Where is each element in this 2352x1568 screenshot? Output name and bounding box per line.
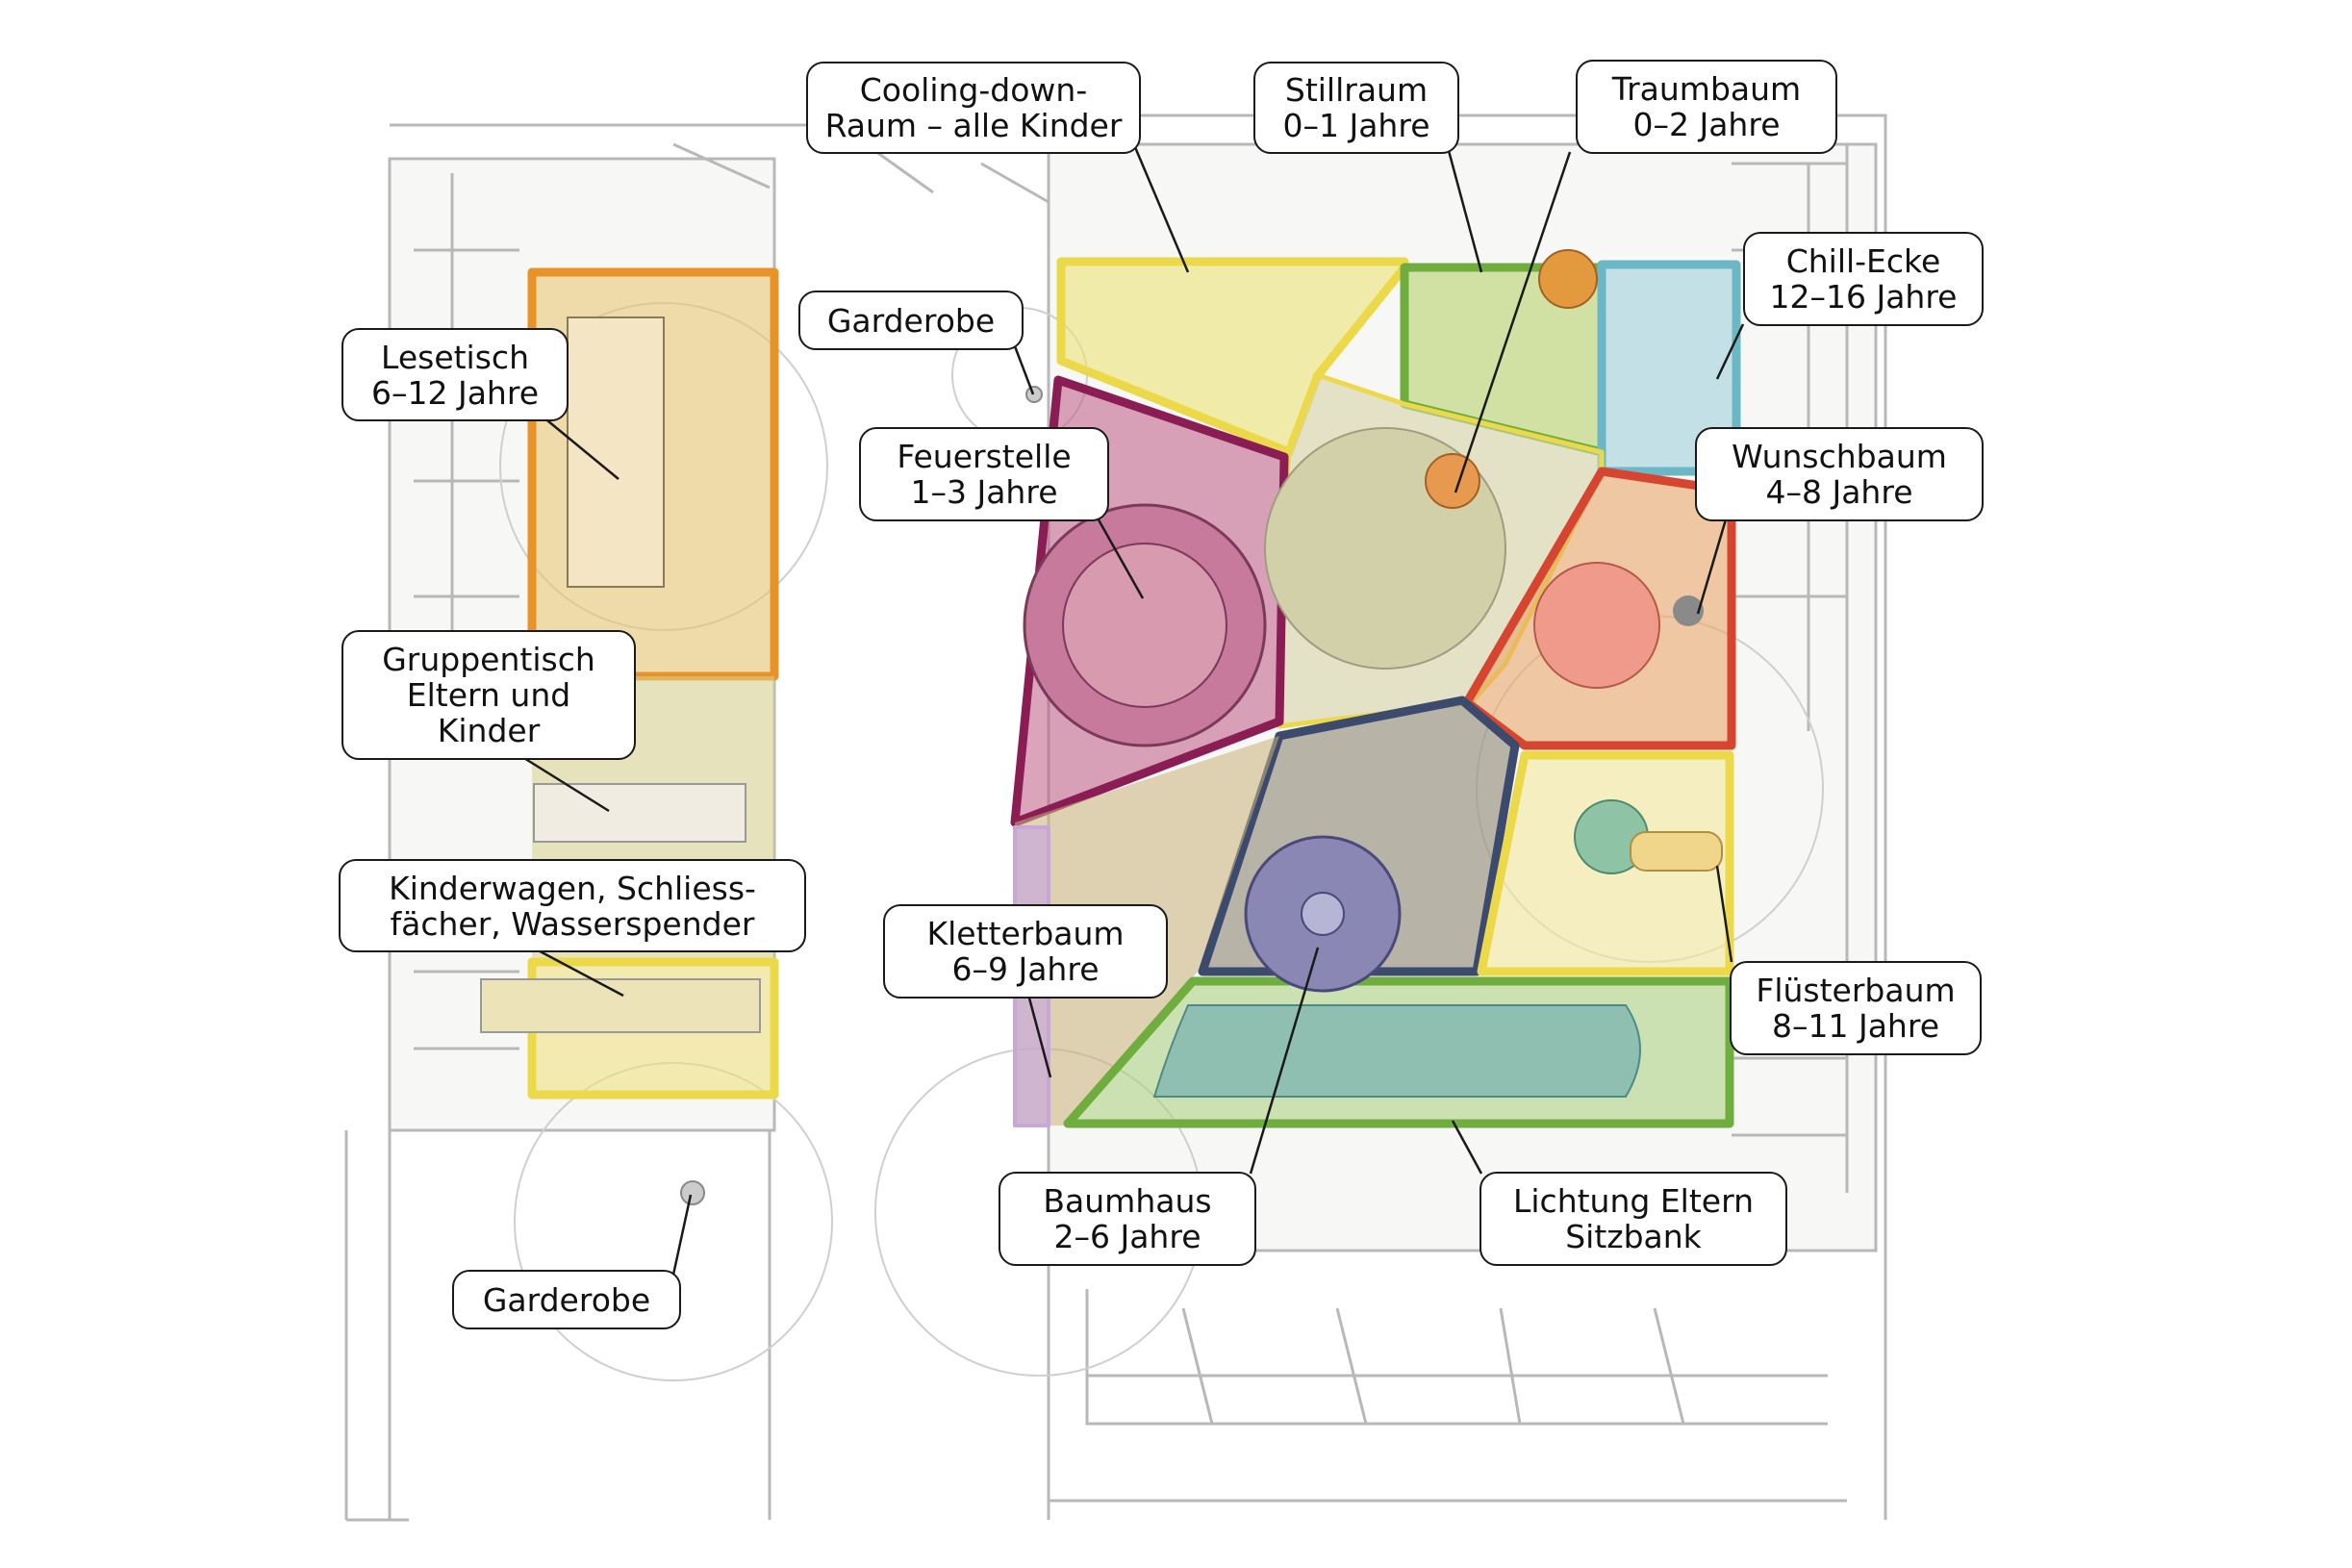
fluesterbaum-log — [1630, 831, 1723, 872]
floor-beams-bottom — [1085, 1289, 1828, 1426]
garderobe-hook — [680, 1180, 705, 1205]
label-kinderwagen: Kinderwagen, Schliess-fächer, Wasserspen… — [339, 859, 806, 952]
leader-lines — [518, 146, 1745, 1276]
leader-baumhaus — [1249, 947, 1320, 1175]
furniture — [480, 249, 1723, 1205]
traumbaum-trunk — [1425, 453, 1480, 509]
leader-stillraum — [1446, 146, 1483, 273]
feuerstelle-inner — [1062, 543, 1227, 708]
leader-kletterbaum — [1025, 990, 1052, 1078]
leader-traumbaum — [1454, 151, 1572, 493]
lesetisch-table — [567, 316, 665, 588]
leader-gruppentisch — [518, 753, 610, 813]
leader-wunschbaum — [1696, 518, 1728, 615]
lichtung-bench — [1152, 1004, 1641, 1098]
leader-garderobe-bottom — [671, 1194, 693, 1276]
wunschbaum-trunk — [1673, 595, 1704, 626]
traumbaum-canopy — [1538, 249, 1598, 309]
gruppentisch-table — [533, 783, 746, 843]
leader-lesetisch — [536, 411, 620, 480]
leader-fluesterbaum — [1715, 865, 1733, 963]
leader-cooling-down — [1133, 146, 1190, 273]
label-cooling-down: Cooling-down-Raum – alle Kinder — [806, 62, 1141, 154]
leader-lichtung — [1451, 1120, 1483, 1175]
leader-chill-ecke — [1715, 323, 1745, 380]
wunschbaum-table — [1533, 562, 1660, 689]
leader-garderobe-top — [1013, 345, 1035, 395]
leader-feuerstelle — [1090, 507, 1145, 599]
locker-block — [480, 978, 761, 1033]
garderobe-hook-top — [1025, 386, 1043, 403]
label-garderobe-top: Garderobe — [798, 291, 1024, 350]
leader-kinderwagen — [528, 944, 624, 998]
baumhaus-center — [1301, 892, 1345, 936]
label-garderobe-bottom: Garderobe — [452, 1270, 681, 1329]
